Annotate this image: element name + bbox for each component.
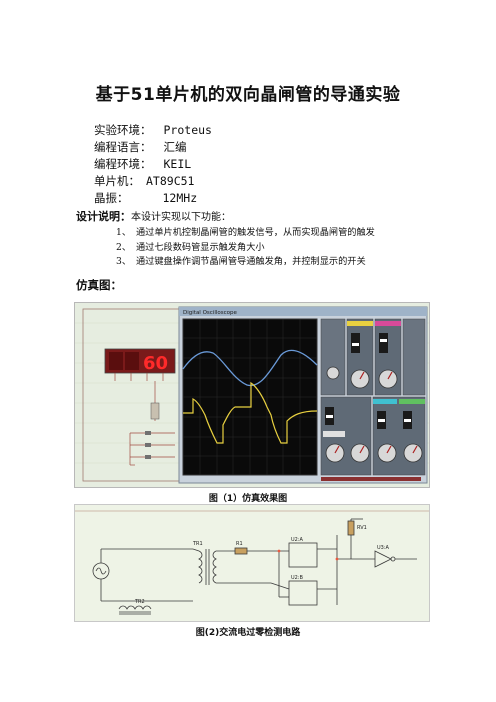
item-text: 通过七段数码管显示触发角大小 (136, 241, 265, 253)
env-label: 编程语言： (94, 140, 152, 154)
env-row-crystal: 晶振： 12MHz (94, 190, 212, 207)
env-label: 晶振： (94, 191, 129, 205)
env-label: 实验环境： (94, 123, 152, 137)
item-text: 通过单片机控制晶闸管的触发信号，从而实现晶闸管的触发 (136, 227, 375, 238)
label-r1: R1 (236, 541, 243, 547)
simulation-figure: 60 Digital Oscilloscope (74, 302, 430, 488)
simulation-image: 60 Digital Oscilloscope (75, 303, 429, 487)
label-tr2: TR2 (134, 599, 145, 605)
oscilloscope-title: Digital Oscilloscope (183, 310, 237, 316)
design-label: 设计说明： (76, 210, 131, 223)
display-value: 60 (143, 353, 168, 374)
env-value: 汇编 (163, 140, 187, 154)
list-item: 3、通过键盘操作调节晶闸管导通触发角，并控制显示的开关 (116, 255, 375, 270)
simulation-heading: 仿真图： (76, 278, 122, 292)
oscilloscope-window: Digital Oscilloscope (178, 306, 428, 484)
env-row-ide: 编程环境： KEIL (94, 156, 212, 173)
design-intro: 本设计实现以下功能： (131, 212, 231, 223)
env-row-language: 编程语言： 汇编 (94, 139, 212, 156)
env-value: 12MHz (162, 191, 198, 205)
figure-2-caption: 图(2)交流电过零检测电路 (195, 628, 301, 638)
feature-list: 1、通过单片机控制晶闸管的触发信号，从而实现晶闸管的触发 2、通过七段数码管显示… (116, 226, 375, 270)
design-description: 设计说明：本设计实现以下功能： (76, 208, 231, 224)
label-u3a: U3:A (377, 545, 390, 551)
env-value: AT89C51 (146, 174, 195, 188)
circuit-schematic: TR1 TR2 R1 U2:A U2:B U3:A RV1 (75, 505, 429, 621)
list-item: 2、通过七段数码管显示触发角大小 (116, 241, 375, 256)
document-title: 基于51单片机的双向晶闸管的导通实验 (95, 85, 401, 105)
label-rv: RV1 (357, 525, 367, 531)
item-number: 2、 (116, 241, 132, 253)
env-row-platform: 实验环境： Proteus (94, 122, 212, 139)
env-value: Proteus (163, 123, 212, 137)
list-item: 1、通过单片机控制晶闸管的触发信号，从而实现晶闸管的触发 (116, 226, 375, 241)
env-label: 单片机： (94, 174, 140, 188)
seven-segment-display: 60 (104, 348, 176, 374)
item-text: 通过键盘操作调节晶闸管导通触发角，并控制显示的开关 (136, 256, 366, 267)
label-tr1: TR1 (192, 541, 203, 547)
env-row-mcu: 单片机： AT89C51 (94, 173, 212, 190)
environment-list: 实验环境： Proteus 编程语言： 汇编 编程环境： KEIL 单片机： AT89C… (94, 122, 212, 207)
env-label: 编程环境： (94, 157, 152, 171)
item-number: 1、 (116, 227, 132, 238)
env-value: KEIL (163, 157, 192, 171)
label-u2b: U2:B (291, 575, 304, 581)
figure-1-caption: 图（1）仿真效果图 (208, 494, 288, 504)
item-number: 3、 (116, 256, 132, 267)
label-u2a: U2:A (291, 537, 304, 543)
circuit-figure: TR1 TR2 R1 U2:A U2:B U3:A RV1 (74, 504, 430, 622)
